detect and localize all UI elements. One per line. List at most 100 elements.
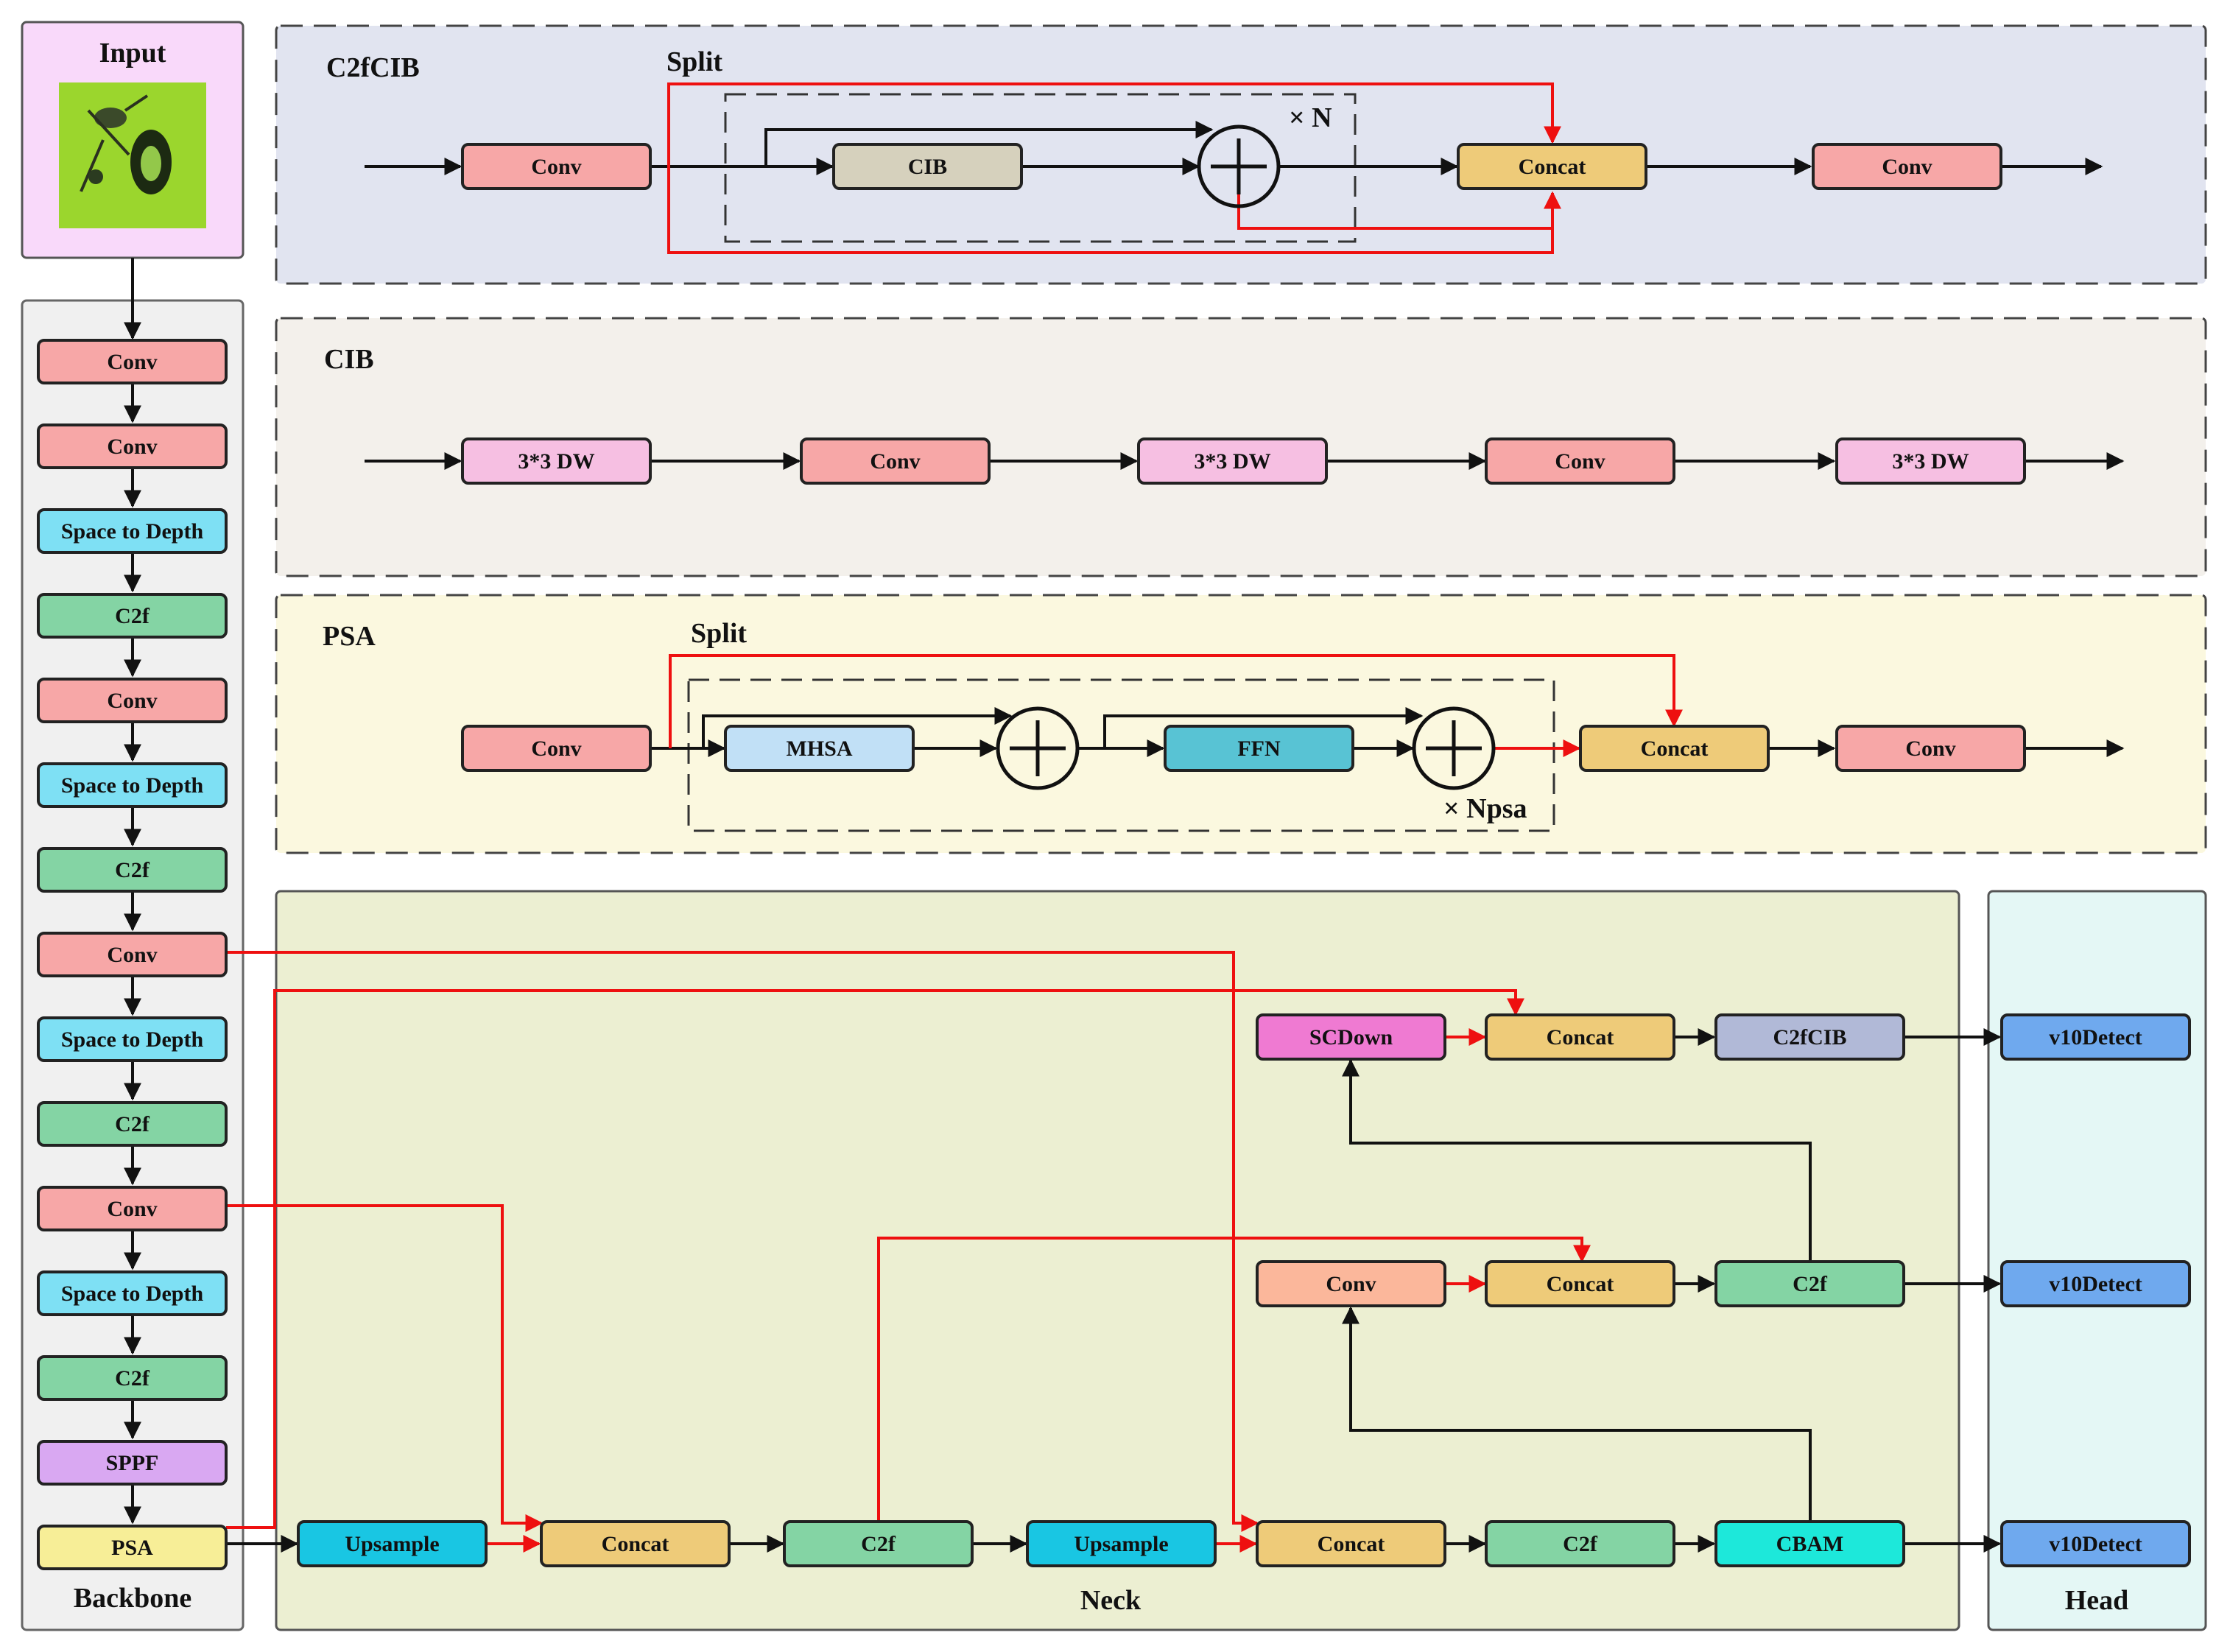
c2fcib-repeat-label: × N [1289,102,1332,133]
backbone-block-10: C2f [37,1101,228,1147]
c2fcib-split-label: Split [666,46,722,77]
psa-title: PSA [323,621,376,652]
c2fcib-add-node [1197,124,1281,208]
c2fcib-conv-1-label: Conv [531,155,581,179]
backbone-block-2-label: Conv [107,435,157,459]
c2fcib-conv-1: Conv [461,143,652,190]
psa-mhsa-label: MHSA [787,737,853,761]
psa-connectors [650,654,2125,757]
neck-upsample-1: Upsample [297,1520,488,1567]
head-v10detect-3-label: v10Detect [2049,1532,2142,1556]
c2fcib-conv-2-label: Conv [1882,155,1932,179]
head-title: Head [2065,1585,2129,1616]
backbone-block-11: Conv [37,1186,228,1231]
cib-block-4-label: Conv [1555,449,1605,474]
cib-block-3: 3*3 DW [1137,437,1328,485]
psa-panel: PSA [275,594,2207,854]
c2fcib-cib-label: CIB [908,155,947,179]
psa-repeat-label: × Npsa [1443,793,1527,824]
neck-c2f-2: C2f [1485,1520,1675,1567]
backbone-block-13: C2f [37,1355,228,1401]
backbone-block-10-label: C2f [115,1112,150,1136]
backbone-block-8-label: Conv [107,943,157,967]
backbone-block-1-label: Conv [107,350,157,374]
neck-upsample-2-label: Upsample [1074,1532,1168,1556]
backbone-block-3-label: Space to Depth [61,519,204,544]
psa-conv-1: Conv [461,725,652,772]
backbone-block-8: Conv [37,932,228,977]
neck-c2f-1: C2f [783,1520,974,1567]
head-v10detect-1-label: v10Detect [2049,1025,2142,1050]
neck-upsample-1-label: Upsample [345,1532,439,1556]
cib-block-2-label: Conv [870,449,920,474]
c2fcib-cib: CIB [832,143,1023,190]
neck-concat-top-label: Concat [1547,1025,1614,1050]
c2fcib-repeat-box [724,93,1357,243]
backbone-block-11-label: Conv [107,1197,157,1221]
neck-c2fcib-label: C2fCIB [1773,1025,1846,1050]
neck-upsample-2: Upsample [1026,1520,1217,1567]
neck-c2f-mid: C2f [1714,1260,1905,1307]
backbone-block-9-label: Space to Depth [61,1027,204,1052]
backbone-block-6: Space to Depth [37,762,228,808]
psa-split-label: Split [691,618,747,649]
neck-panel: Neck [275,890,1960,1631]
neck-concat-1-label: Concat [602,1532,669,1556]
neck-title: Neck [1080,1585,1142,1616]
neck-c2f-mid-label: C2f [1793,1272,1828,1296]
backbone-block-5-label: Conv [107,689,157,713]
backbone-block-7: C2f [37,847,228,893]
neck-concat-2-label: Concat [1318,1532,1385,1556]
neck-concat-mid-label: Concat [1547,1272,1614,1296]
input-image [59,82,206,228]
head-v10detect-1: v10Detect [2000,1013,2191,1061]
psa-mhsa: MHSA [724,725,915,772]
psa-repeat-box [687,678,1555,832]
c2fcib-connectors [365,82,2103,254]
psa-concat-label: Concat [1641,737,1709,761]
cib-block-4: Conv [1485,437,1675,485]
input-panel: Input [21,21,245,259]
backbone-block-4-label: C2f [115,604,150,628]
neck-c2f-2-label: C2f [1563,1532,1598,1556]
neck-scdown-label: SCDown [1309,1025,1393,1050]
psa-conv-1-label: Conv [531,737,581,761]
cib-block-5: 3*3 DW [1835,437,2026,485]
backbone-block-13-label: C2f [115,1366,150,1391]
head-v10detect-2: v10Detect [2000,1260,2191,1307]
backbone-block-14: SPPF [37,1440,228,1486]
c2fcib-conv-2: Conv [1812,143,2002,190]
psa-add-node-2 [1412,706,1496,790]
c2fcib-panel: C2fCIB [275,24,2207,285]
neck-concat-2: Concat [1256,1520,1446,1567]
psa-conv-2: Conv [1835,725,2026,772]
psa-conv-2-label: Conv [1905,737,1955,761]
backbone-title: Backbone [74,1583,191,1614]
psa-ffn: FFN [1164,725,1354,772]
backbone-block-12: Space to Depth [37,1270,228,1316]
neck-conv-mid-label: Conv [1326,1272,1376,1296]
backbone-block-2: Conv [37,423,228,469]
neck-connectors [226,951,2002,1553]
neck-cbam: CBAM [1714,1520,1905,1567]
backbone-block-5: Conv [37,678,228,723]
c2fcib-concat-label: Concat [1519,155,1586,179]
cib-block-1-label: 3*3 DW [518,449,594,474]
backbone-block-9: Space to Depth [37,1016,228,1062]
c2fcib-concat: Concat [1457,143,1647,190]
input-title: Input [99,38,166,68]
neck-concat-top: Concat [1485,1013,1675,1061]
neck-scdown: SCDown [1256,1013,1446,1061]
backbone-block-1: Conv [37,339,228,384]
psa-add-node-1 [996,706,1080,790]
cib-block-2: Conv [800,437,991,485]
cib-block-3-label: 3*3 DW [1194,449,1270,474]
neck-concat-1: Concat [540,1520,731,1567]
backbone-block-14-label: SPPF [106,1451,159,1475]
backbone-block-15: PSA [37,1525,228,1570]
backbone-block-6-label: Space to Depth [61,773,204,798]
backbone-block-12-label: Space to Depth [61,1282,204,1306]
cib-title: CIB [324,344,374,375]
